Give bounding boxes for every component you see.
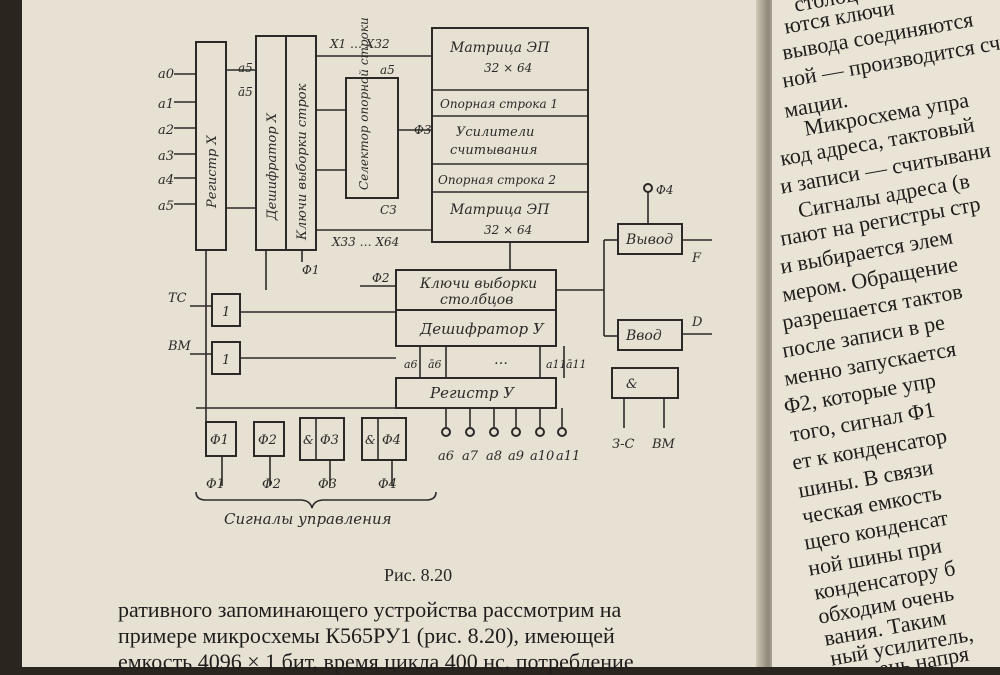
or-gate-tc — [211, 293, 241, 327]
output-box-label: Вывод — [625, 232, 673, 248]
tc-input-label: ТС — [168, 291, 187, 306]
ay-bus-dots: … — [494, 352, 508, 368]
phi1-row-keys-label: Φ1 — [302, 263, 319, 277]
ref-row-2-label: Опорная строка 2 — [438, 173, 556, 187]
svg-text:a10: a10 — [530, 449, 554, 464]
svg-text:Φ3: Φ3 — [320, 433, 339, 448]
block-diagram: Регистр Х Дешифратор Х Ключи выборки стр… — [158, 17, 712, 528]
row-keys-box — [285, 35, 317, 251]
svg-text:a2: a2 — [158, 123, 174, 138]
register-x-label: Регистр Х — [205, 135, 220, 209]
body-line: емкость 4096 × 1 бит, время цикла 400 нс… — [118, 649, 634, 674]
phi2-col-keys-label: Φ2 — [372, 271, 389, 285]
svg-text:a6: a6 — [438, 449, 454, 464]
phi4-output-label: Φ4 — [378, 477, 397, 492]
address-inputs-y: a6 a7 a8 a9 a10 a11 — [438, 408, 580, 464]
matrix-bot-label: Матрица ЭП — [449, 202, 550, 218]
phi1-output-label: Φ1 — [206, 477, 225, 492]
address-inputs-x: a0 a1 a2 a3 a4 a5 — [158, 67, 196, 214]
and-gate-io — [611, 367, 679, 399]
output-box — [617, 223, 683, 255]
zs-input-label: З-С — [612, 437, 634, 452]
bm-input-label: ВМ — [167, 339, 192, 354]
matrix-top-size: 32 × 64 — [484, 61, 532, 75]
matrix-bot-size: 32 × 64 — [484, 223, 532, 237]
input-box-label: Ввод — [625, 328, 662, 344]
sense-amp-label-2: считывания — [450, 143, 538, 158]
register-y-box — [395, 377, 557, 409]
col-keys-label-1: Ключи выборки — [419, 276, 537, 292]
matrix-top-label: Матрица ЭП — [449, 40, 550, 56]
a5-bus-label: a5 — [238, 61, 253, 75]
decoder-y-label: Дешифратор У — [419, 320, 545, 338]
right-page: столбц ются ключи вывода соединяются ной… — [772, 0, 1000, 667]
sense-amp-label-1: Усилители — [456, 125, 534, 140]
figure-caption: Рис. 8.20 — [384, 565, 453, 585]
svg-text:1: 1 — [222, 305, 230, 320]
body-line: ративного запоминающего устройства рассм… — [118, 597, 622, 622]
register-x-box — [195, 41, 227, 251]
ay-bus-a6-bar: ā6 — [428, 358, 442, 371]
svg-text:a0: a0 — [158, 67, 174, 82]
phi4-output-gate-label: Φ4 — [656, 183, 673, 197]
svg-text:a4: a4 — [158, 173, 174, 188]
col-keys-label-2: столбцов — [440, 292, 513, 308]
phi2-output-label: Φ2 — [262, 477, 281, 492]
svg-text:a11: a11 — [556, 449, 580, 464]
svg-text:a9: a9 — [508, 449, 524, 464]
phi3-label: Φ3 — [414, 123, 432, 137]
body-text: ративного запоминающего устройства рассм… — [118, 597, 758, 675]
svg-text:a1: a1 — [158, 97, 174, 112]
svg-text:&: & — [303, 433, 314, 447]
ay-bus-a11-bar: ā11 — [566, 358, 587, 371]
svg-text:Φ4: Φ4 — [382, 433, 401, 448]
left-page — [22, 0, 762, 667]
input-box — [617, 319, 683, 351]
svg-text:1: 1 — [222, 353, 230, 368]
ay-bus-a6: a6 — [404, 358, 418, 371]
ss-label: СЗ — [380, 203, 397, 217]
selector-box — [345, 77, 399, 199]
svg-text:a8: a8 — [486, 449, 502, 464]
svg-text:a3: a3 — [158, 149, 174, 164]
svg-text:Φ2: Φ2 — [258, 433, 277, 448]
svg-text:&: & — [365, 433, 376, 447]
f-output-label: F — [691, 251, 702, 266]
svg-text:a5: a5 — [158, 199, 174, 214]
svg-text:Φ1: Φ1 — [210, 433, 229, 448]
phi3-output-label: Φ3 — [318, 477, 337, 492]
a5-bar-bus-label: ā5 — [238, 85, 253, 99]
x-bot-bus-label: X33 … X64 — [331, 235, 399, 249]
ref-row-1-label: Опорная строка 1 — [440, 97, 558, 111]
x-top-bus-label: X1 … X32 — [329, 37, 390, 51]
d-input-label: D — [691, 315, 703, 330]
phase-generators: Φ1 Φ2 & Φ3 & Φ4 Φ1 Φ2 Φ3 Φ4 — [195, 407, 437, 509]
svg-text:&: & — [626, 377, 638, 392]
selector-label: Селектор опорной строки — [357, 17, 371, 190]
row-keys-label: Ключи выборки строк — [295, 83, 310, 241]
register-y-label: Регистр У — [429, 384, 515, 402]
ay-bus-a11: a11 — [546, 358, 567, 371]
control-signals-label: Сигналы управления — [224, 510, 392, 528]
decoder-x-label: Дешифратор Х — [265, 112, 280, 221]
svg-text:a7: a7 — [462, 449, 479, 464]
bm-right-label: ВМ — [651, 437, 676, 452]
a5-label: a5 — [380, 63, 395, 77]
decoder-y-box — [395, 309, 557, 347]
body-line: примере микросхемы К565РУ1 (рис. 8.20), … — [118, 623, 615, 648]
